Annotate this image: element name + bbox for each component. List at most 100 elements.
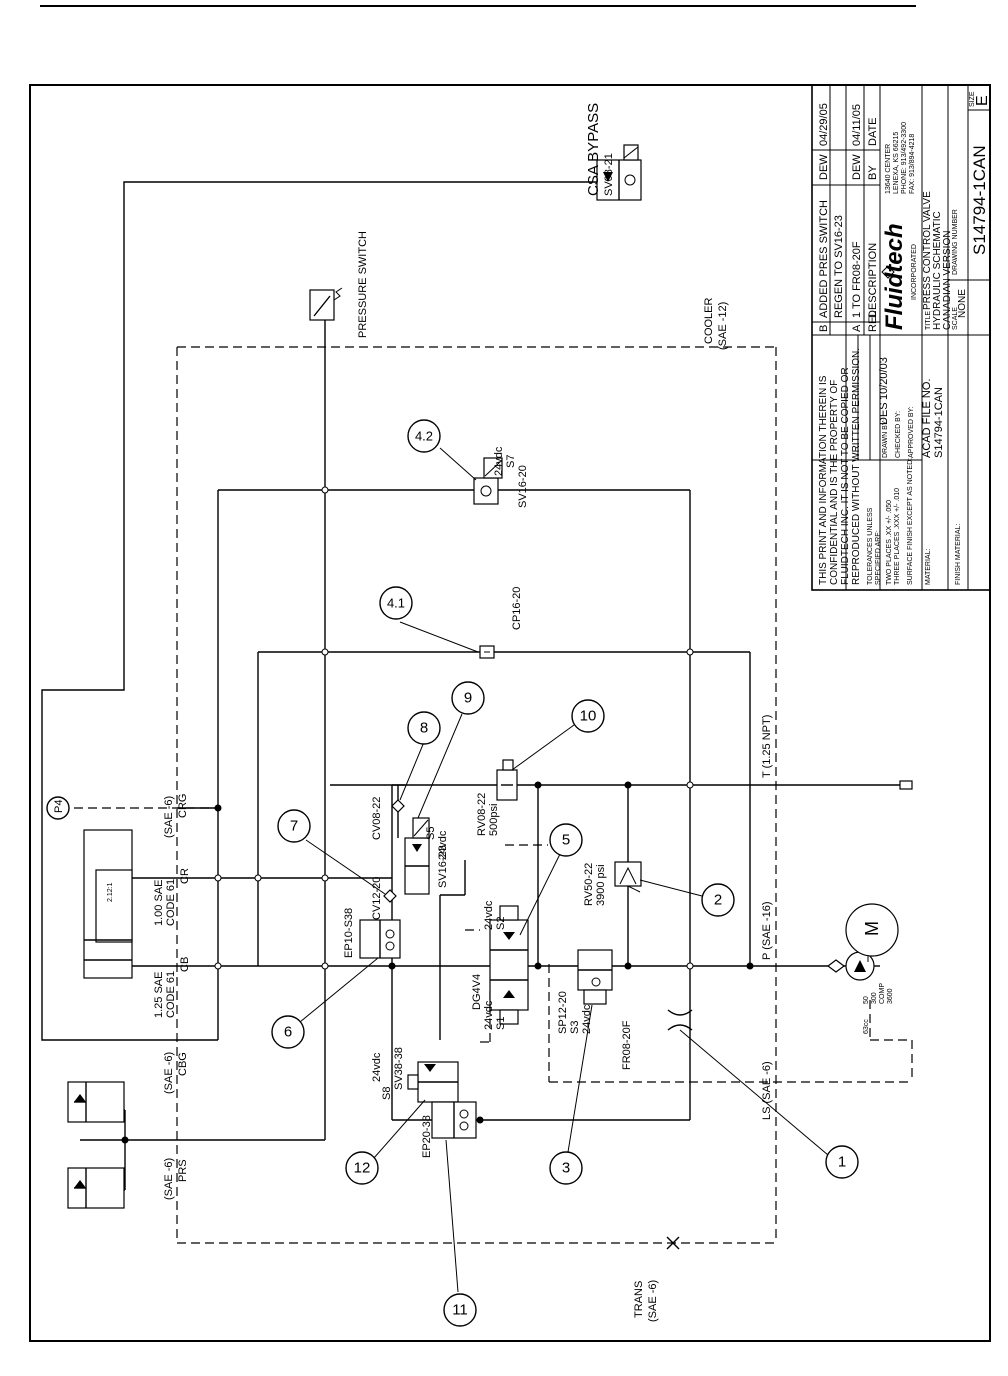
fluidtech-logo-icon	[881, 265, 895, 279]
label-s5: S5	[425, 827, 437, 840]
press-cylinder	[83, 829, 180, 979]
svg-text:3: 3	[562, 1160, 570, 1177]
pressure-switch	[309, 287, 343, 321]
svg-text:2: 2	[714, 892, 722, 909]
trans-port-mark	[666, 1236, 680, 1250]
sp12-20-valve	[577, 949, 613, 1005]
callout-4-1: 4.1	[379, 586, 413, 620]
label-s1: S1	[495, 1017, 507, 1030]
label-fr08-20f: FR08-20F	[621, 1020, 633, 1070]
brand-logo: Fluidtech	[881, 223, 908, 330]
label-prs-sae: (SAE -6)	[163, 1158, 175, 1200]
rev-b-rel: B	[818, 325, 830, 332]
label-sv08-21: SV08-21	[603, 153, 615, 196]
svg-text:10: 10	[580, 708, 597, 725]
sv16-23-solenoid-valve	[404, 817, 430, 895]
cv12-20-check-valve	[383, 889, 397, 903]
dg4v4-directional-valve	[489, 905, 529, 1025]
label-pump-63cc: 63cc	[863, 1019, 870, 1034]
label-24vdc-d: 24vdc	[483, 900, 495, 930]
label-cooler: COOLER	[703, 297, 715, 344]
label-prs: PRS	[177, 1159, 189, 1182]
rev-header-rel: REL	[867, 311, 879, 332]
acad-file-label: ACAD FILE NO.	[921, 379, 933, 458]
material-label: MATERIAL:	[925, 549, 932, 585]
rev-header-by: BY	[867, 165, 879, 180]
approved-by-label: APPROVED BY:	[908, 406, 915, 458]
pump-and-motor	[827, 903, 899, 981]
label-24vdc-e: 24vdc	[581, 1004, 593, 1034]
tolerance-line-2: SPECIFIED ARE:	[875, 530, 882, 585]
svg-text:8: 8	[420, 720, 428, 737]
brand-subtitle: INCORPORATED	[911, 244, 918, 300]
cp16-20-valve	[479, 645, 495, 659]
label-24vdc-a: 24vdc	[493, 446, 505, 476]
label-pump-comp: COMP	[879, 983, 886, 1004]
label-cb: CB	[179, 957, 191, 972]
label-ls-port: LS (SAE -6)	[761, 1061, 773, 1120]
title-line-3: CANADIAN VERSION	[942, 231, 953, 330]
label-cp16-20: CP16-20	[511, 587, 523, 630]
svg-text:5: 5	[562, 832, 570, 849]
callout-4-2: 4.2	[407, 419, 441, 453]
label-cr-size: 1.00 SAE	[153, 880, 165, 926]
callout-1: 1	[825, 1145, 859, 1179]
drawn-by-value: DES	[878, 402, 890, 425]
rev-regen-desc: REGEN TO SV16-23	[833, 215, 845, 318]
label-p-port: P (SAE -16)	[761, 902, 773, 961]
label-cv12-20: CV12-20	[371, 877, 383, 920]
label-trans-sae: (SAE -6)	[647, 1280, 659, 1322]
address-line-1: 13640 CENTER	[885, 144, 892, 194]
label-p4: P4	[53, 800, 65, 813]
label-trans: TRANS	[633, 1281, 645, 1318]
label-rv08-22: RV08-22	[476, 793, 488, 836]
rev-b-by: DEW	[818, 154, 830, 180]
line-crossing-hops	[214, 486, 694, 970]
tolerance-line-1: TOLERANCES UNLESS	[867, 507, 874, 585]
rev-a-by: DEW	[851, 154, 863, 180]
label-cooler-sae: (SAE -12)	[717, 302, 729, 350]
svg-text:7: 7	[290, 818, 298, 835]
scale-value: NONE	[957, 289, 968, 318]
notice-line-4: REPRODUCED WITHOUT WRITTEN PERMISSION.	[851, 348, 862, 585]
size-value: E	[974, 95, 991, 106]
rv08-22-relief-valve	[496, 759, 518, 801]
label-24vdc-c: 24vdc	[483, 1000, 495, 1030]
ep10-s38-valve	[359, 919, 401, 959]
notice-line-2: CONFIDENTIAL AND IS THE PROPERTY OF	[829, 380, 840, 585]
callout-5: 5	[549, 823, 583, 857]
label-sv16-23: SV16-23	[437, 845, 449, 888]
svg-text:12: 12	[354, 1160, 371, 1177]
svg-text:11: 11	[452, 1302, 468, 1319]
label-ep10-s38: EP10-S38	[343, 908, 355, 958]
rev-b-desc: ADDED PRES SWITCH	[818, 200, 830, 318]
callout-3: 3	[549, 1151, 583, 1185]
callout-2: 2	[701, 883, 735, 917]
label-csa-bypass: CSA BYPASS	[585, 103, 602, 196]
label-crg-sae: (SAE -6)	[163, 796, 175, 838]
label-pump-50: 50	[863, 996, 870, 1004]
address-line-4: FAX: 913/894-4218	[909, 134, 916, 194]
rev-b-date: 04/29/05	[818, 103, 830, 146]
tolerance-line-4: THREE PLACES .XXX +/- .010	[894, 488, 901, 585]
label-cr: CR	[179, 868, 191, 884]
label-pressure-switch: PRESSURE SWITCH	[357, 231, 369, 338]
label-sv16-20: SV16-20	[517, 465, 529, 508]
title-label: TITLE	[925, 311, 932, 330]
small-cylinder-upper	[67, 1081, 125, 1123]
svg-text:6: 6	[284, 1024, 292, 1041]
svg-text:4.2: 4.2	[415, 429, 433, 444]
label-cylinder-ratio: 2.12:1	[107, 882, 114, 902]
address-line-2: LENEXA, KS 66215	[893, 132, 900, 194]
acad-file-value: S14794-1CAN	[933, 387, 945, 458]
callout-12: 12	[345, 1151, 379, 1185]
drain-return-dashed-lines	[60, 346, 913, 1244]
label-ep20-38: EP20-38	[421, 1115, 433, 1158]
label-cb-code: CODE 61	[165, 971, 177, 1018]
label-cv08-22: CV08-22	[371, 797, 383, 840]
label-cbg-sae: (SAE -6)	[163, 1052, 175, 1094]
title-line-2: HYDRAULIC SCHEMATIC	[932, 211, 943, 330]
label-s2: S2	[495, 917, 507, 930]
page-border	[29, 84, 991, 1342]
